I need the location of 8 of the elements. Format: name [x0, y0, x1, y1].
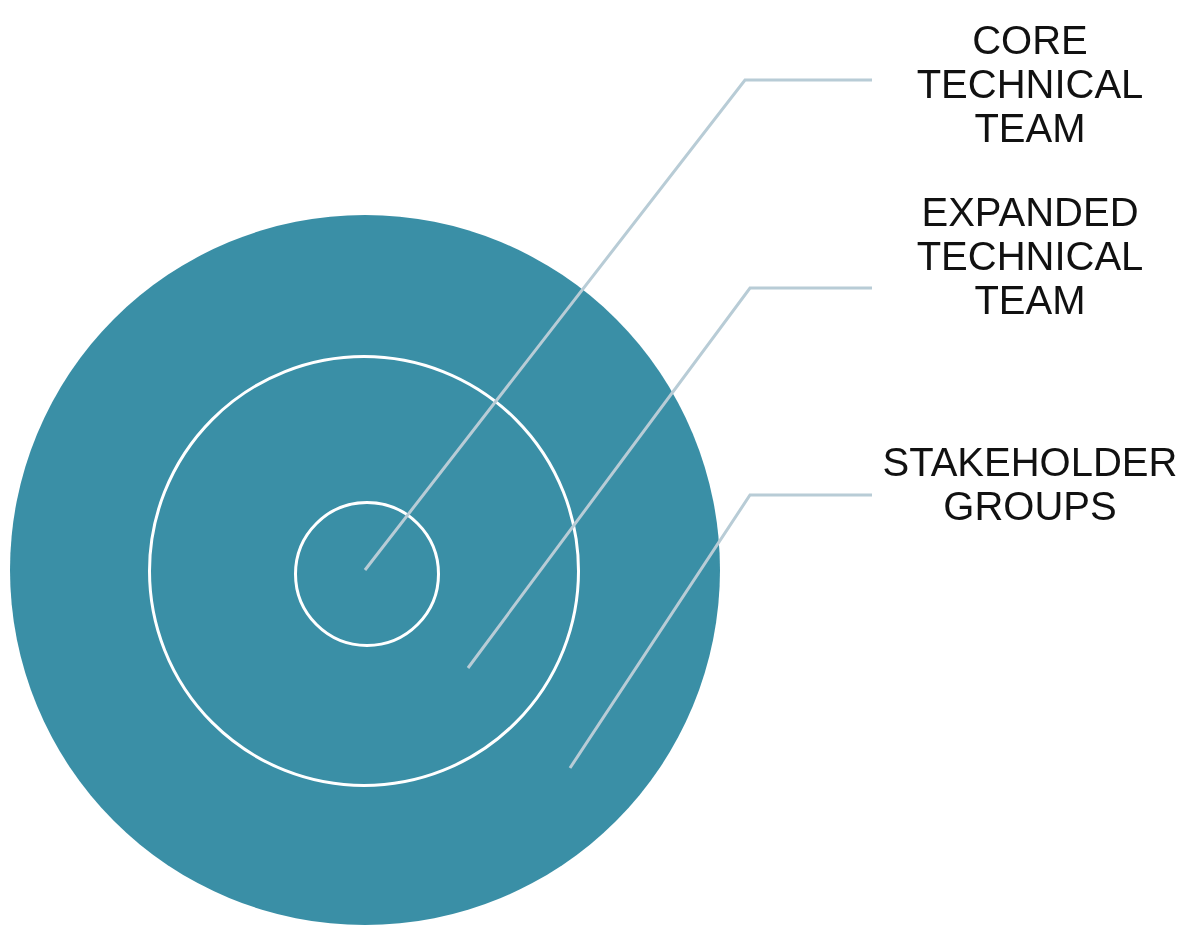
ring-label: CORE TECHNICAL TEAM — [880, 18, 1180, 150]
middle-ring — [148, 355, 580, 787]
inner-circle — [294, 501, 440, 647]
ring-label: STAKEHOLDER GROUPS — [880, 440, 1180, 528]
leader-line — [363, 78, 872, 571]
leader-line — [466, 286, 872, 669]
leader-line — [568, 493, 872, 769]
ring-label: EXPANDED TECHNICAL TEAM — [880, 190, 1180, 322]
